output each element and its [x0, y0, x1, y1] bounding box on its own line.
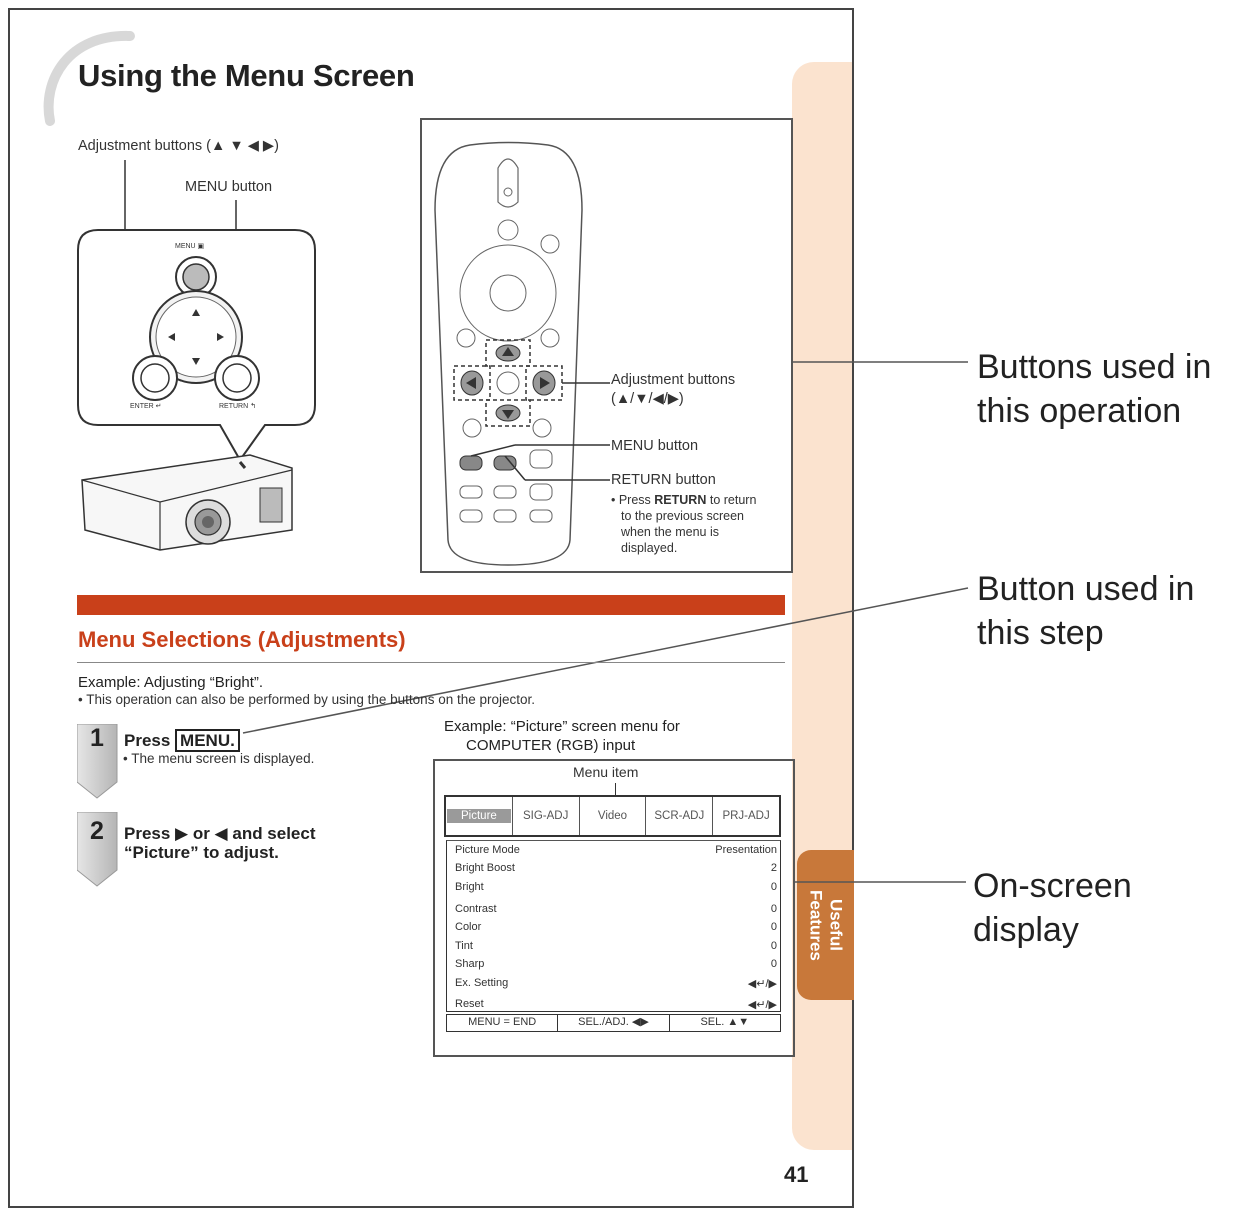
page-title: Using the Menu Screen — [78, 58, 415, 93]
step-1-subtext: • The menu screen is displayed. — [123, 751, 315, 766]
osd-row-reset[interactable]: Reset◀↵/▶ — [455, 998, 777, 1011]
section-tab[interactable] — [797, 850, 854, 1000]
section-example: Example: Adjusting “Bright”. — [78, 674, 264, 691]
step-1-tab — [77, 724, 118, 799]
callout-onscreen-display: On-screen display — [973, 867, 1132, 949]
osd-tab-bar: Picture SIG-ADJ Video SCR-ADJ PRJ-ADJ — [444, 795, 781, 837]
section-tab-label-wrap: Useful Features — [797, 850, 854, 1000]
step-2-tab — [77, 812, 118, 887]
page-number: 41 — [784, 1162, 809, 1187]
remote-adjustment-label: Adjustment buttons — [611, 372, 736, 388]
remote-leader-lines — [470, 382, 610, 481]
panel-enter-label: ENTER ↵ — [130, 403, 162, 410]
osd-footer: MENU = END SEL./ADJ. ◀▶ SEL. ▲▼ — [446, 1014, 781, 1032]
osd-tab-picture[interactable]: Picture — [446, 797, 513, 835]
menu-key-label: MENU. — [175, 729, 240, 752]
menu-button-label: MENU button — [185, 179, 273, 195]
callout-buttons-operation: Buttons used in this operation — [977, 348, 1212, 430]
callout-button-step: Button used in this step — [977, 570, 1195, 652]
step-2-title: Press ▶ or ◀ and select “Picture” to adj… — [124, 824, 316, 862]
panel-return-label: RETURN ↰ — [219, 403, 256, 410]
section-note: • This operation can also be performed b… — [78, 692, 536, 707]
osd-tab-sig-adj[interactable]: SIG-ADJ — [513, 797, 580, 835]
adjustment-buttons-label: Adjustment buttons (▲ ▼ ◀ ▶) — [78, 138, 279, 154]
osd-frame — [433, 759, 795, 1057]
step-1-number: 1 — [90, 724, 104, 752]
osd-menu-item-pointer — [615, 783, 616, 796]
osd-tab-prj-adj[interactable]: PRJ-ADJ — [722, 810, 770, 822]
section-title: Menu Selections (Adjustments) — [78, 627, 406, 652]
osd-tab-video[interactable]: Video — [580, 797, 647, 835]
step-2-number: 2 — [90, 817, 104, 845]
osd-caption-line1: Example: “Picture” screen menu for — [444, 718, 680, 735]
section-divider — [77, 662, 785, 663]
osd-menu-item-label: Menu item — [573, 764, 639, 780]
osd-footer-sel: SEL. ▲▼ — [700, 1016, 750, 1028]
section-color-bar — [77, 595, 785, 615]
panel-menu-label: MENU ▣ — [175, 243, 205, 250]
osd-caption-line2: COMPUTER (RGB) input — [466, 737, 636, 754]
osd-footer-menu-end: MENU = END — [447, 1015, 559, 1031]
osd-row-ex-setting[interactable]: Ex. Setting◀↵/▶ — [455, 977, 777, 990]
remote-return-note: • Press RETURN to return to the previous… — [611, 493, 757, 555]
projector-panel-diagram — [77, 160, 316, 551]
osd-footer-sel-adj: SEL./ADJ. ◀▶ — [558, 1015, 670, 1031]
title-arc-decoration — [43, 30, 135, 126]
remote-return-label: RETURN button — [611, 472, 716, 488]
osd-tab-scr-adj[interactable]: SCR-ADJ — [646, 797, 714, 835]
remote-menu-label: MENU button — [611, 438, 699, 454]
remote-adjustment-arrows: (▲/▼/◀/▶) — [611, 391, 684, 407]
remote-diagram-frame — [420, 118, 793, 573]
step-1-title: Press MENU. — [124, 729, 240, 752]
section-tab-label: Useful Features — [806, 889, 846, 961]
